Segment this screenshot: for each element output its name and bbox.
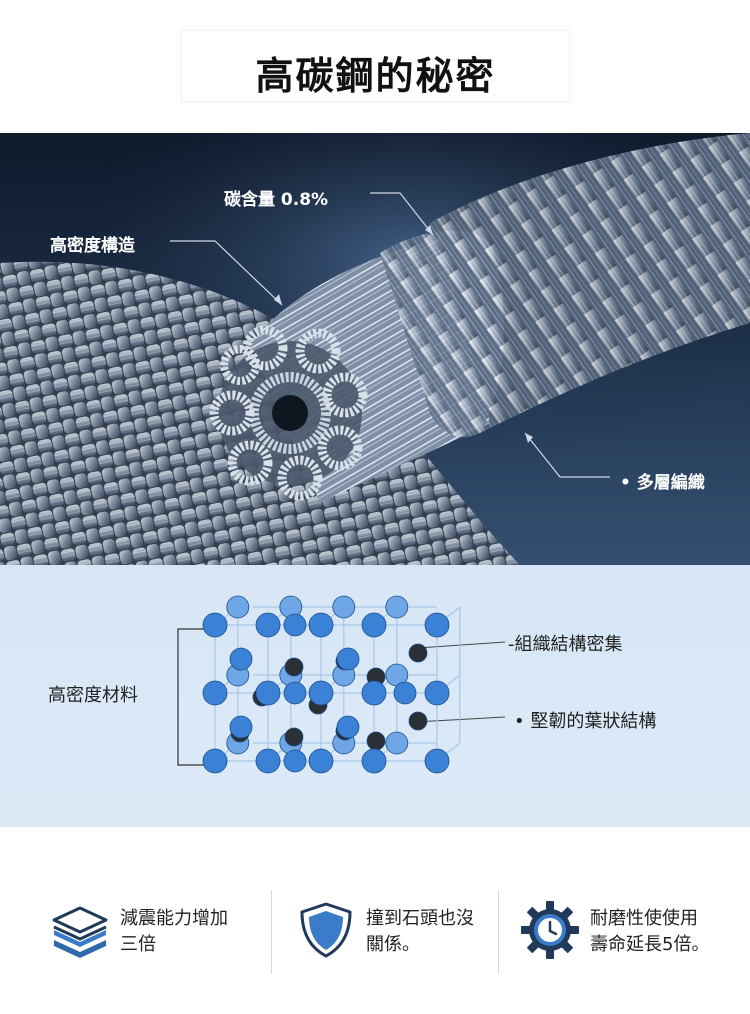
atom-front — [308, 748, 334, 774]
callout-layers: • 多層編織 — [620, 473, 705, 493]
atom-front — [308, 680, 334, 706]
feature-text: 耐磨性使使用 壽命延長5倍。 — [590, 906, 709, 958]
crystal-lattice — [177, 595, 506, 774]
atom-back — [385, 731, 409, 755]
atom-front — [229, 715, 253, 739]
atom-front — [336, 647, 360, 671]
divider — [498, 890, 499, 974]
callout-carbon: 碳含量 0.8% — [224, 190, 329, 210]
strand-cross-section — [209, 325, 368, 501]
cable-illustration: 碳含量 0.8% 高密度構造 • 多層編織 — [0, 133, 750, 565]
atom-front — [424, 680, 450, 706]
atom-back — [385, 595, 409, 619]
atom-front — [424, 612, 450, 638]
atom-back — [332, 595, 356, 619]
crystal-illustration: 高密度材料 -組織結構密集 • 堅韌的葉狀結構 — [0, 565, 750, 827]
atom-front — [424, 748, 450, 774]
callout-lines — [170, 192, 610, 478]
feature-line1: 撞到石頭也沒 — [366, 908, 474, 929]
atom-back — [226, 595, 250, 619]
features-row: 減震能力增加 三倍 撞到石頭也沒 關係。 — [0, 827, 750, 1014]
feature-text: 減震能力增加 三倍 — [120, 906, 228, 958]
atom-front — [202, 612, 228, 638]
atom-front — [202, 680, 228, 706]
atom-front — [393, 681, 417, 705]
atom-front — [255, 612, 281, 638]
feature-line1: 減震能力增加 — [120, 908, 228, 929]
title-box: 高碳鋼的秘密 — [181, 30, 570, 102]
feature-impact: 撞到石頭也沒 關係。 — [296, 890, 496, 970]
braided-cable-image — [0, 133, 750, 565]
header: 高碳鋼的秘密 — [0, 0, 750, 133]
feature-line2: 關係。 — [366, 934, 420, 955]
atom-front — [361, 612, 387, 638]
atom-front — [255, 680, 281, 706]
atom-front — [283, 681, 307, 705]
atom-front — [229, 647, 253, 671]
atom-front — [361, 748, 387, 774]
atom-front — [255, 748, 281, 774]
atom-front — [336, 715, 360, 739]
atom-front — [361, 680, 387, 706]
label-dense-structure: -組織結構密集 — [508, 634, 623, 655]
feature-line2: 壽命延長5倍。 — [590, 934, 710, 955]
page-title: 高碳鋼的秘密 — [255, 54, 496, 98]
atom-front — [283, 749, 307, 773]
feature-durability: 耐磨性使使用 壽命延長5倍。 — [520, 890, 745, 970]
feature-line1: 耐磨性使使用 — [590, 908, 698, 929]
feature-line2: 三倍 — [120, 934, 156, 955]
layers-icon — [52, 906, 108, 958]
atom-front — [283, 613, 307, 637]
label-leaf-structure: • 堅韌的葉狀結構 — [514, 711, 657, 732]
atom-dark — [408, 711, 428, 731]
gear-clock-icon — [521, 901, 579, 959]
atom-front — [308, 612, 334, 638]
atom-front — [202, 748, 228, 774]
divider — [271, 890, 272, 974]
shield-icon — [300, 902, 352, 958]
callout-density: 高密度構造 — [50, 236, 135, 256]
atom-dark — [284, 727, 304, 747]
feature-shock-absorb: 減震能力增加 三倍 — [50, 890, 270, 970]
feature-text: 撞到石頭也沒 關係。 — [366, 906, 474, 958]
label-high-density-material: 高密度材料 — [48, 685, 138, 706]
atom-dark — [284, 657, 304, 677]
atom-dark — [408, 643, 428, 663]
atom-dark — [366, 731, 386, 751]
